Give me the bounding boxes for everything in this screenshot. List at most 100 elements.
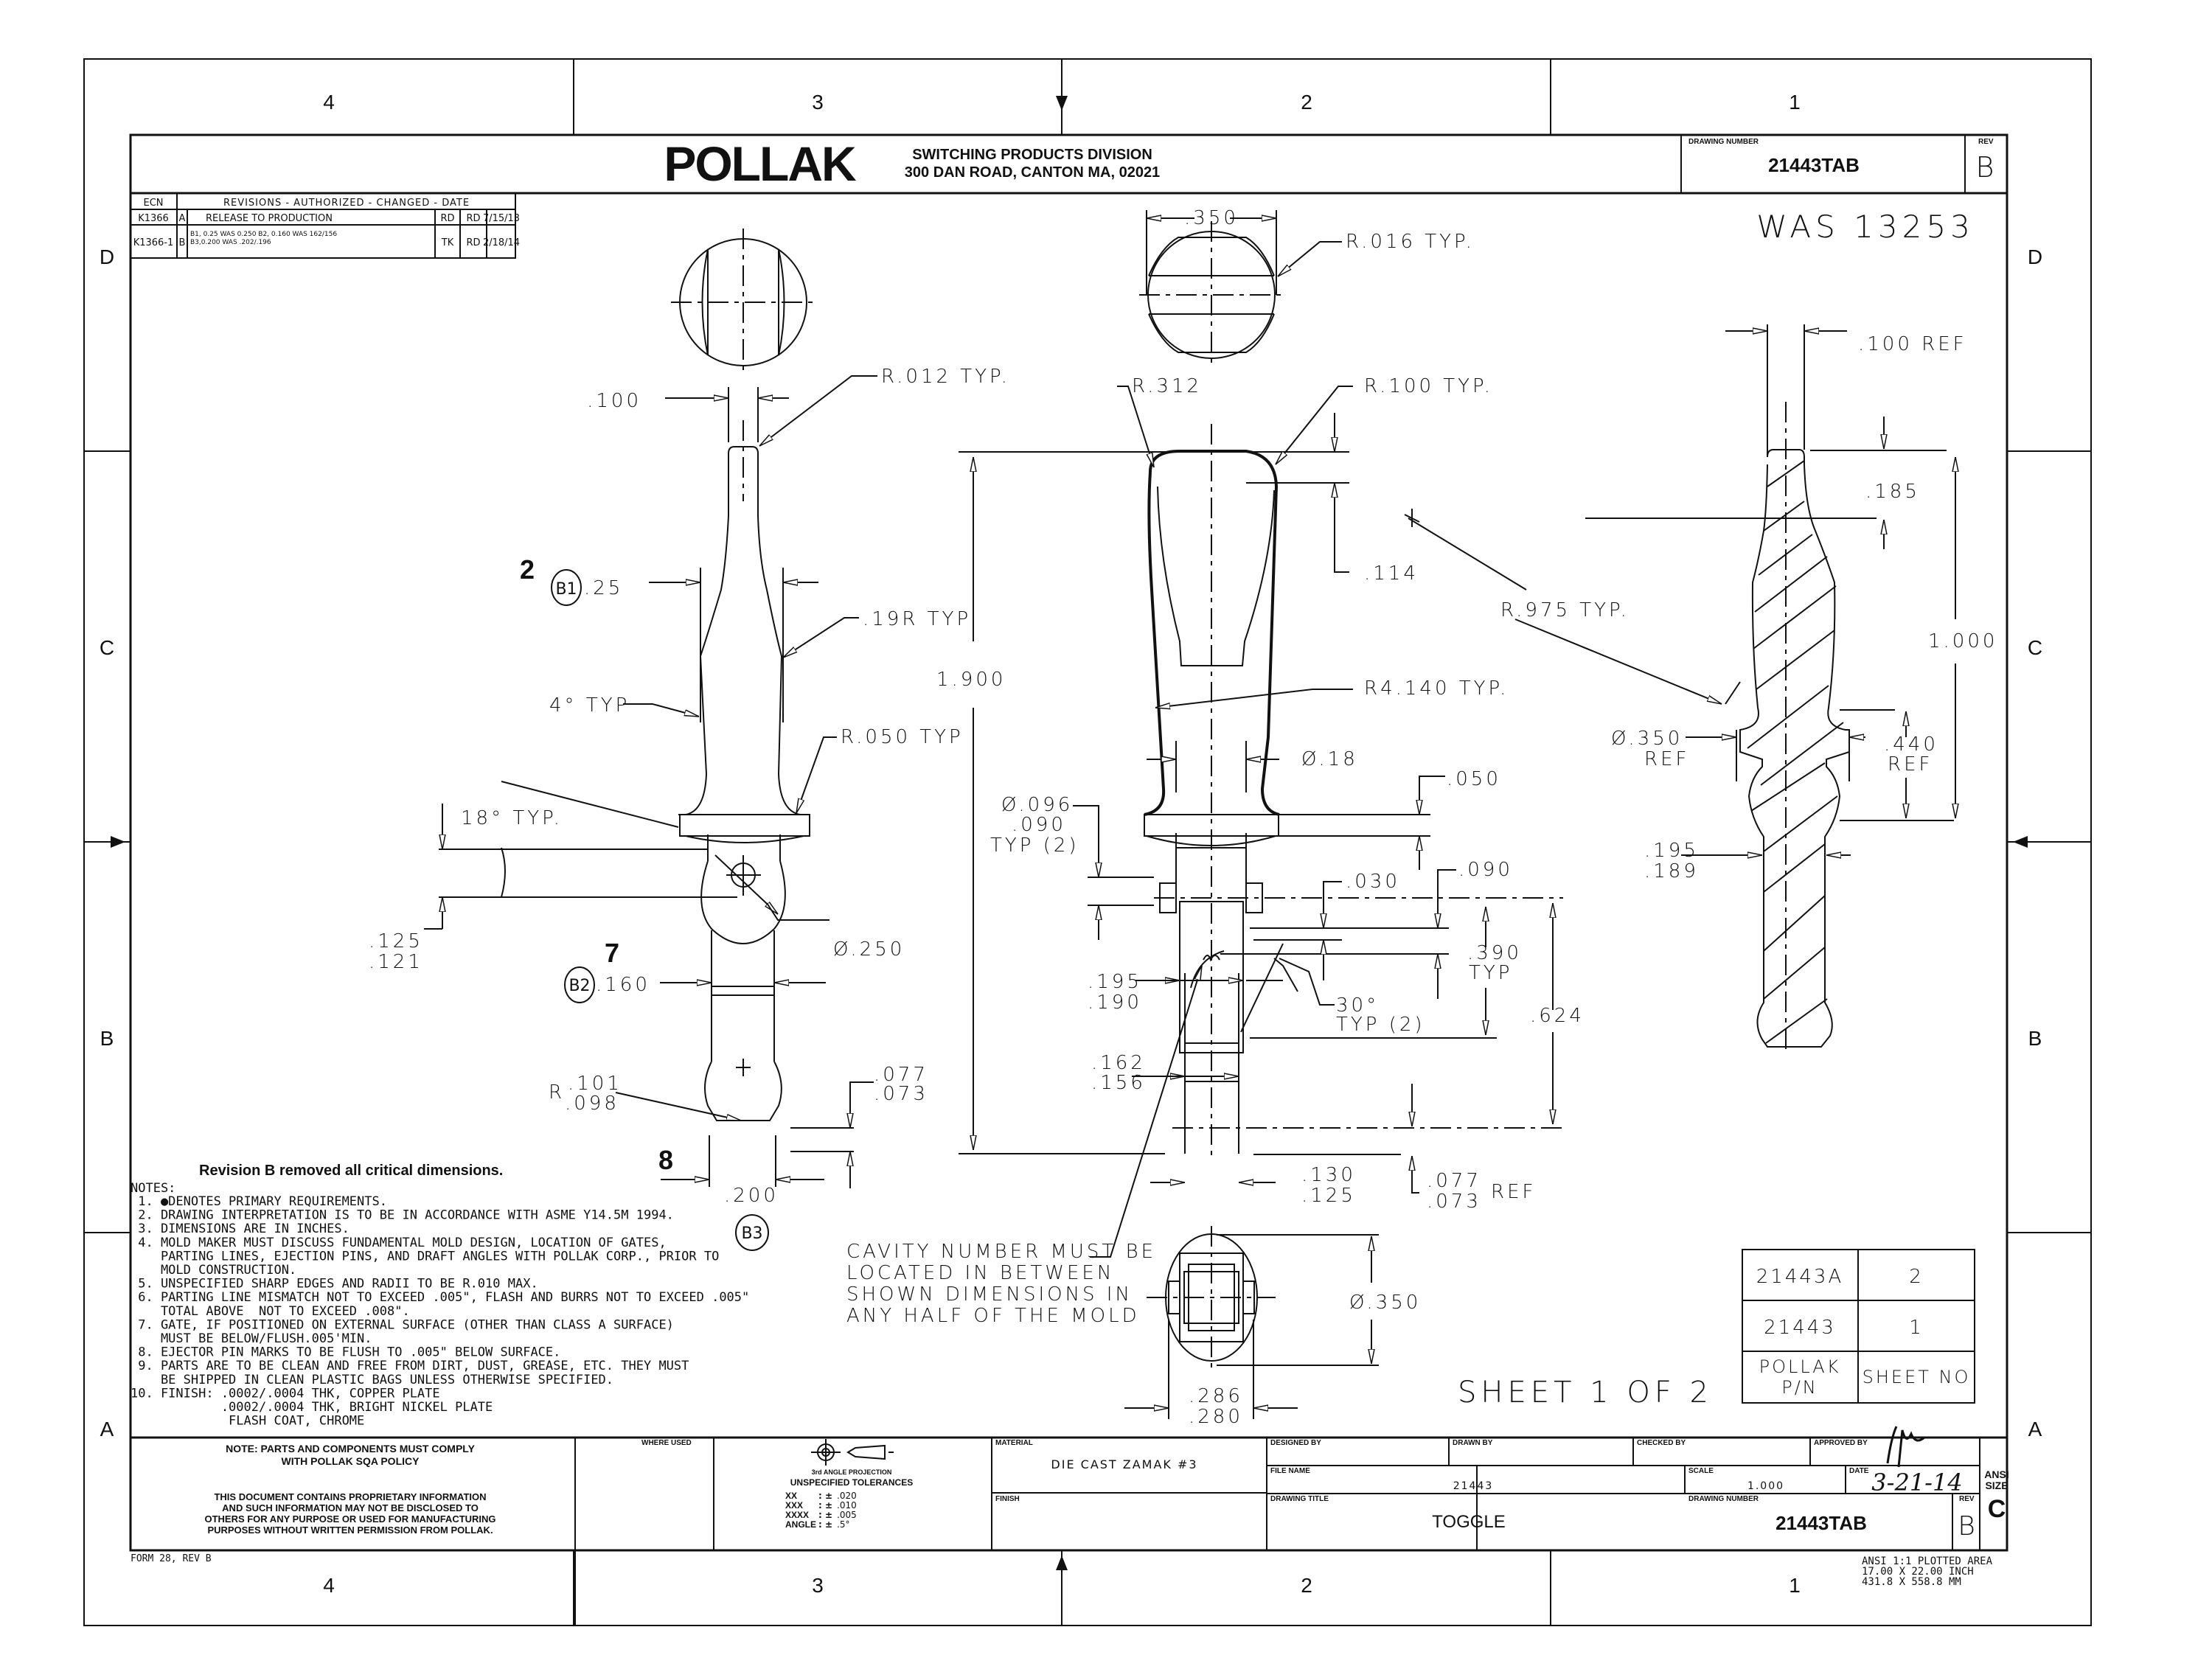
tolerance-key: XX xyxy=(785,1491,797,1501)
proprietary-line-3: OTHERS FOR ANY PURPOSE OR USED FOR MANUF… xyxy=(204,1513,495,1525)
note-line: .0002/.0004 THK, BRIGHT NICKEL PLATE xyxy=(131,1400,493,1415)
note-line: FLASH COAT, CHROME xyxy=(131,1414,364,1429)
dim-center-130: .130 xyxy=(1301,1164,1356,1186)
form-number: FORM 28, REV B xyxy=(131,1553,212,1564)
revision-row-b-authorized: TK xyxy=(441,237,454,248)
cavity-note-line-1: CAVITY NUMBER MUST BE xyxy=(846,1241,1156,1263)
callout-b1: B1 xyxy=(555,580,577,599)
dim-left-25: .25 xyxy=(584,577,623,599)
zone-col-1-bottom: 1 xyxy=(1789,1574,1801,1597)
dim-center-280: .280 xyxy=(1189,1406,1243,1428)
title-drawing-number-value: 21443TAB xyxy=(1775,1512,1867,1534)
callout-b1-circle xyxy=(551,569,582,606)
sheet-table-pn-1: 21443A xyxy=(1756,1266,1844,1288)
sheet-table-sheet-1: 2 xyxy=(1909,1266,1924,1288)
checked-by-caption: CHECKED BY xyxy=(1637,1439,1686,1447)
revision-row-b-description-2: B3,0.200 WAS .202/.196 xyxy=(190,239,271,246)
dim-center-r312: R.312 xyxy=(1132,375,1202,397)
dim-center-1900: 1.900 xyxy=(936,669,1006,691)
designed-by-caption: DESIGNED BY xyxy=(1270,1439,1321,1447)
dim-center-162: .162 xyxy=(1091,1052,1146,1074)
revision-row-b-rev: B xyxy=(179,237,186,248)
dim-right-1000: 1.000 xyxy=(1928,630,1997,652)
dim-center-typ: TYP xyxy=(1469,962,1512,984)
note-line: TOTAL ABOVE NOT TO EXCEED .008". xyxy=(131,1304,410,1319)
file-name-value: 21443 xyxy=(1453,1480,1494,1492)
dim-center-114: .114 xyxy=(1364,562,1419,585)
revision-remark: Revision B removed all critical dimensio… xyxy=(199,1163,503,1179)
tolerance-value: .5° xyxy=(837,1519,849,1530)
zone-row-a-right: A xyxy=(2028,1418,2042,1440)
balloon-8: 8 xyxy=(658,1145,673,1175)
dim-left-073: .073 xyxy=(874,1083,928,1105)
tolerance-plus-minus-icon: : ± xyxy=(818,1491,832,1501)
tolerance-value: .010 xyxy=(837,1500,857,1511)
cavity-note-line-3: SHOWN DIMENSIONS IN xyxy=(846,1283,1133,1306)
dim-center-090a: .090 xyxy=(1012,814,1066,836)
dim-center-350-top: .350 xyxy=(1184,207,1239,229)
approval-signature xyxy=(1886,1426,1925,1468)
header-drawing-number: 21443TAB xyxy=(1768,154,1860,176)
note-line: 9. PARTS ARE TO BE CLEAN AND FREE FROM D… xyxy=(131,1359,689,1373)
proprietary-line-2: AND SUCH INFORMATION MAY NOT BE DISCLOSE… xyxy=(222,1502,479,1513)
dim-center-624: .624 xyxy=(1530,1005,1585,1027)
revision-header-ecn: ECN xyxy=(143,198,163,209)
title-drawing-number-caption: DRAWING NUMBER xyxy=(1688,1495,1759,1503)
drawing-title-value: TOGGLE xyxy=(1432,1512,1506,1532)
dim-center-195: .195 xyxy=(1088,971,1142,993)
sheet-of-label: SHEET 1 OF 2 xyxy=(1458,1376,1713,1410)
zone-col-4-bottom: 4 xyxy=(323,1574,335,1597)
cavity-note: CAVITY NUMBER MUST BE LOCATED IN BETWEEN… xyxy=(846,1241,1156,1327)
callout-b3-circle xyxy=(735,1214,769,1251)
note-line: 8. EJECTOR PIN MARKS TO BE FLUSH TO .005… xyxy=(131,1345,560,1360)
plot-info-line-1: ANSI 1:1 PLOTTED AREA xyxy=(1862,1555,1993,1567)
was-number-note: WAS 13253 xyxy=(1756,209,1975,245)
dim-center-r100: R.100 TYP. xyxy=(1364,375,1493,397)
revision-row-a-date: 7/15/13 xyxy=(483,213,520,224)
zone-dividers xyxy=(84,59,2091,1626)
plot-info-line-2: 17.00 X 22.00 INCH xyxy=(1862,1566,1974,1578)
dim-center-090b: .090 xyxy=(1458,859,1513,881)
notes-title: NOTES: xyxy=(131,1181,175,1196)
ansi-size-line-2: SIZE xyxy=(1985,1480,2008,1491)
note-line: 4. MOLD MAKER MUST DISCUSS FUNDAMENTAL M… xyxy=(131,1236,667,1250)
dim-left-121: .121 xyxy=(369,951,423,973)
header-rev: B xyxy=(1976,151,1994,184)
scale-value: 1.000 xyxy=(1747,1480,1784,1492)
revision-row-a-rev: A xyxy=(179,213,186,224)
callout-b2-circle xyxy=(564,966,595,1003)
center-mark-right-icon xyxy=(2013,836,2028,848)
proprietary-line-1: THIS DOCUMENT CONTAINS PROPRIETARY INFOR… xyxy=(214,1491,486,1502)
dim-left-r-label: R xyxy=(549,1081,565,1104)
center-mark-bottom-icon xyxy=(1056,1555,1068,1570)
sheet-table-sheet-2: 1 xyxy=(1909,1317,1924,1339)
dim-center-30deg: 30° xyxy=(1336,994,1379,1017)
scale-caption: SCALE xyxy=(1688,1467,1714,1475)
header-drawing-number-box: DRAWING NUMBER 21443TAB REV B xyxy=(1680,134,2008,194)
tolerance-plus-minus-icon: : ± xyxy=(818,1519,832,1530)
note-line: PARTING LINES, EJECTION PINS, AND DRAFT … xyxy=(131,1249,719,1264)
tolerance-key: XXXX xyxy=(785,1510,809,1520)
zone-row-c-right: C xyxy=(2028,636,2042,659)
company-logo: POLLAK xyxy=(664,136,857,191)
note-line: 2. DRAWING INTERPRETATION IS TO BE IN AC… xyxy=(131,1208,674,1223)
tolerance-key: XXX xyxy=(785,1500,803,1511)
zone-row-d-right: D xyxy=(2028,245,2042,268)
dim-center-050: .050 xyxy=(1447,768,1501,790)
note-line: 7. GATE, IF POSITIONED ON EXTERNAL SURFA… xyxy=(131,1317,674,1332)
zone-col-3-top: 3 xyxy=(812,91,824,114)
revision-row-b-ecn: K1366-1 xyxy=(133,237,174,248)
dim-center-typ2: TYP (2) xyxy=(990,835,1079,857)
dim-center-390: .390 xyxy=(1467,942,1522,964)
dim-left-r101: .101 xyxy=(568,1073,622,1095)
compliance-line-2: WITH POLLAK SQA POLICY xyxy=(282,1455,420,1467)
where-used-caption: WHERE USED xyxy=(641,1439,692,1447)
dim-left-dia250: Ø.250 xyxy=(833,938,905,961)
zone-col-3-bottom: 3 xyxy=(812,1574,824,1597)
center-mark-top-icon xyxy=(1056,96,1068,111)
zone-col-2-bottom: 2 xyxy=(1301,1574,1312,1597)
dim-center-r016: R.016 TYP. xyxy=(1346,231,1475,253)
sheet-table-footer-sheet: SHEET NO xyxy=(1863,1367,1971,1387)
balloon-2: 2 xyxy=(520,554,535,585)
material-caption: MATERIAL xyxy=(995,1439,1033,1447)
